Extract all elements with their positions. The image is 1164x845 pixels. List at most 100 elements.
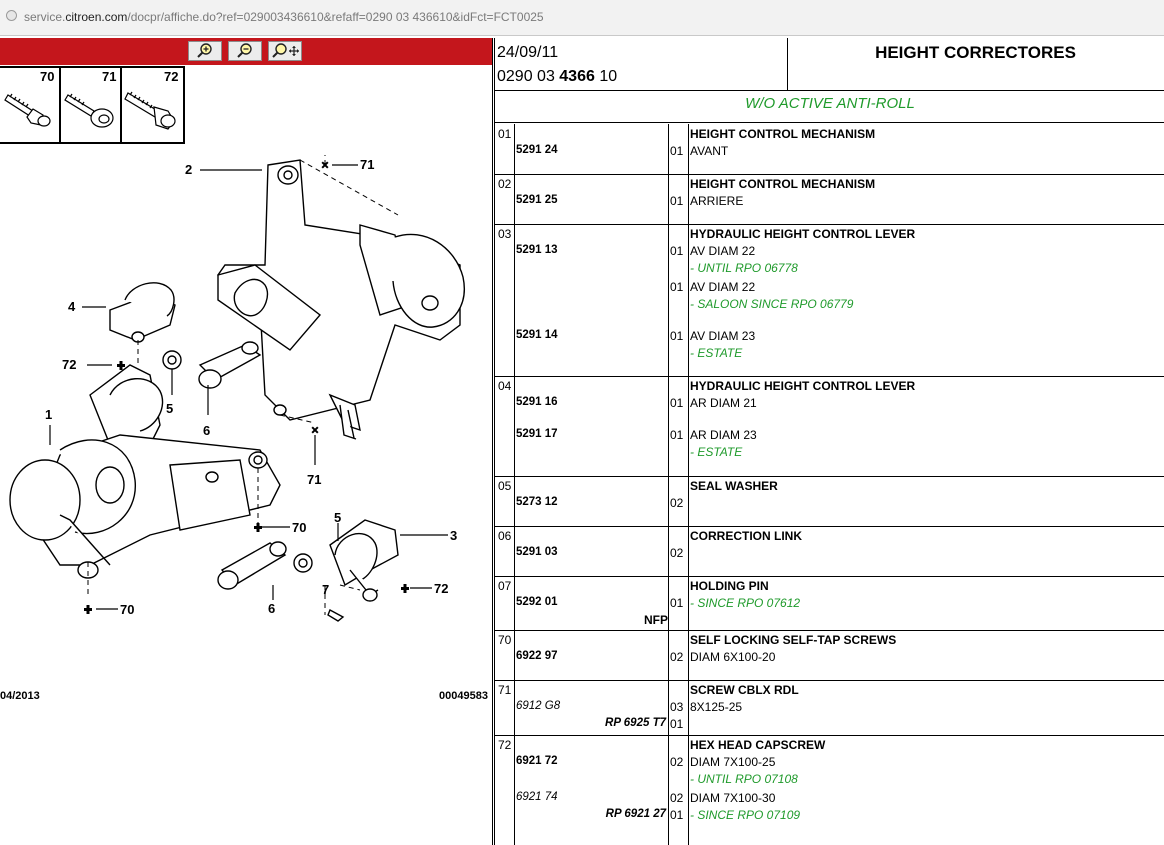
- callout-7: 7: [322, 582, 329, 597]
- callout-6-lower: 6: [268, 601, 275, 616]
- part-number: 5291 25: [516, 194, 558, 206]
- screw-71-icon: [64, 93, 114, 128]
- part-number: 5291 13: [516, 244, 558, 256]
- row-number: 71: [498, 683, 512, 697]
- applicability-note: - ESTATE: [690, 346, 743, 360]
- replacement-part-number: RP 6921 27: [605, 808, 666, 820]
- screw-label-71: 71: [102, 69, 116, 84]
- part-name: SCREW CBLX RDL: [690, 683, 799, 697]
- part-name: HYDRAULIC HEIGHT CONTROL LEVER: [690, 227, 916, 241]
- exploded-parts-diagram: 70 71 72: [0, 66, 488, 702]
- part-number: 5291 03: [516, 546, 558, 558]
- address-bar[interactable]: service.citroen.com/docpr/affiche.do?ref…: [0, 0, 1164, 36]
- column-divider: [514, 124, 515, 845]
- quantity: 01: [670, 717, 684, 731]
- part-name: HOLDING PIN: [690, 579, 769, 593]
- row-number: 04: [498, 379, 512, 393]
- part-number: 6921 72: [516, 755, 558, 767]
- quantity: 01: [670, 396, 684, 410]
- row-number: 01: [498, 127, 512, 141]
- construction-lines: [87, 155, 399, 615]
- quantity: 02: [670, 546, 684, 560]
- screw-70-icon: [4, 93, 51, 127]
- zoom-out-icon: [237, 43, 252, 58]
- part-number: 5291 14: [516, 329, 558, 341]
- part-description: AR DIAM 23: [690, 428, 757, 442]
- screw-72-icon: [124, 91, 176, 130]
- diagram-date: 04/2013: [0, 690, 40, 702]
- part-description: 8X125-25: [690, 700, 743, 714]
- page-title: HEIGHT CORRECTORES: [787, 38, 1163, 90]
- quantity: 01: [670, 144, 684, 158]
- part-number: 6922 97: [516, 650, 558, 662]
- part-description: DIAM 7X100-30: [690, 791, 776, 805]
- part-number: 5292 01: [516, 596, 558, 608]
- part-description: AV DIAM 22: [690, 244, 756, 258]
- screw-label-72: 72: [164, 69, 178, 84]
- quantity: 02: [670, 496, 684, 510]
- part-name: HYDRAULIC HEIGHT CONTROL LEVER: [690, 379, 916, 393]
- pan-button[interactable]: [268, 41, 302, 61]
- applicability-note: - ESTATE: [690, 445, 743, 459]
- part-description: AVANT: [690, 144, 729, 158]
- screw-legend: [0, 66, 185, 144]
- quantity: 01: [670, 596, 684, 610]
- callout-72-lower: 72: [434, 581, 448, 596]
- callout-72-upper: 72: [62, 357, 76, 372]
- part-number: 5291 24: [516, 144, 558, 156]
- part-number: 5291 16: [516, 396, 558, 408]
- part-description: AV DIAM 23: [690, 329, 756, 343]
- part-name: SELF LOCKING SELF-TAP SCREWS: [690, 633, 897, 647]
- applicability-note: - SINCE RPO 07612: [690, 596, 801, 610]
- callout-5-lower: 5: [334, 510, 341, 525]
- row-number: 05: [498, 479, 512, 493]
- part-description: ARRIERE: [690, 194, 744, 208]
- row-separator: [495, 174, 1164, 175]
- mechanism-drawing: [9, 159, 465, 622]
- callout-2: 2: [185, 162, 192, 177]
- row-number: 06: [498, 529, 512, 543]
- part-description: DIAM 6X100-20: [690, 650, 776, 664]
- zoom-in-icon: [197, 43, 212, 58]
- row-number: 72: [498, 738, 512, 752]
- callout-4: 4: [68, 299, 76, 314]
- diagram-toolbar: [0, 38, 492, 65]
- part-description: AR DIAM 21: [690, 396, 757, 410]
- callout-5-upper: 5: [166, 401, 173, 416]
- row-separator: [495, 735, 1164, 736]
- part-name: HEIGHT CONTROL MECHANISM: [690, 127, 876, 141]
- part-name: HEIGHT CONTROL MECHANISM: [690, 177, 876, 191]
- zoom-out-button[interactable]: [228, 41, 262, 61]
- column-divider: [668, 124, 669, 845]
- callout-6-upper: 6: [203, 423, 210, 438]
- variant-label: W/O ACTIVE ANTI-ROLL: [745, 95, 915, 112]
- quantity: 01: [670, 244, 684, 258]
- parts-list-pane: 24/09/11 0290 03 4366 10 HEIGHT CORRECTO…: [494, 38, 1164, 845]
- part-name: SEAL WASHER: [690, 479, 778, 493]
- doc-date: 24/09/11: [497, 44, 559, 61]
- pan-icon: [272, 43, 299, 58]
- diagram-pane: 70 71 72: [0, 38, 493, 845]
- doc-reference: 0290 03 4366 10: [497, 68, 618, 85]
- quantity: 01: [670, 428, 684, 442]
- replacement-part-number: RP 6925 T7: [605, 717, 666, 729]
- row-number: 03: [498, 227, 512, 241]
- header-divider: [495, 90, 1164, 91]
- part-number: 5273 12: [516, 496, 558, 508]
- zoom-in-button[interactable]: [188, 41, 222, 61]
- url-text[interactable]: service.citroen.com/docpr/affiche.do?ref…: [24, 10, 544, 24]
- nfp-flag: NFP: [644, 613, 668, 627]
- globe-icon: [6, 10, 17, 21]
- row-separator: [495, 630, 1164, 631]
- applicability-note: - UNTIL RPO 07108: [690, 772, 798, 786]
- applicability-note: - SALOON SINCE RPO 06779: [690, 297, 854, 311]
- callout-71-upper: 71: [360, 157, 374, 172]
- callout-70-right: 70: [292, 520, 306, 535]
- part-description: DIAM 7X100-25: [690, 755, 776, 769]
- callout-3: 3: [450, 528, 457, 543]
- row-separator: [495, 376, 1164, 377]
- screw-label-70: 70: [40, 69, 54, 84]
- diagram-ref: 00049583: [439, 690, 488, 702]
- quantity: 01: [670, 280, 684, 294]
- row-separator: [495, 680, 1164, 681]
